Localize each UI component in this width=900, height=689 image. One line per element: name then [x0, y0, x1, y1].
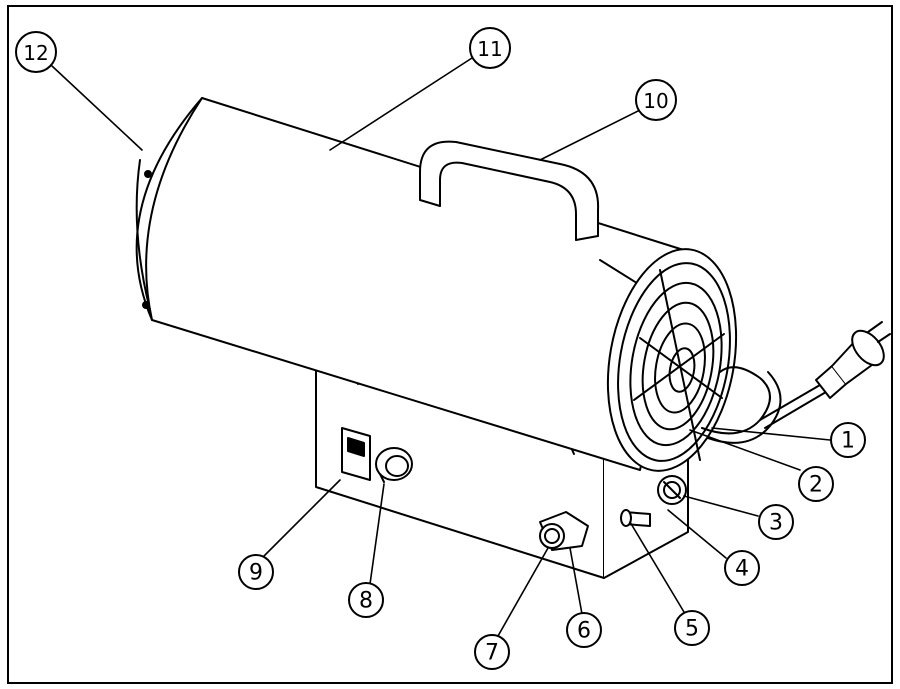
leader-5: [629, 521, 685, 613]
gas-valve: [539, 511, 589, 551]
leader-4: [667, 509, 727, 559]
leader-1: [711, 427, 831, 441]
power-plug: [815, 321, 891, 399]
leader-2: [689, 429, 801, 471]
callout-8: 8: [359, 589, 373, 614]
thermostat-knob: [375, 447, 413, 483]
callout-12: 12: [23, 41, 48, 65]
power-cord: [701, 366, 827, 444]
callout-9: 9: [249, 561, 263, 586]
callout-5: 5: [685, 617, 699, 642]
leader-12: [51, 65, 143, 151]
leader-11: [329, 57, 473, 151]
callout-3: 3: [769, 511, 783, 536]
callout-11: 11: [477, 37, 502, 61]
leader-10: [539, 109, 641, 161]
callout-4: 4: [735, 557, 749, 582]
callout-7: 7: [485, 641, 499, 666]
leader-3: [683, 495, 759, 517]
hose-connector: [657, 475, 687, 505]
callout-labels: 1 2 3 4 5 6 7 8 9 10 11 12: [23, 37, 855, 666]
power-switch: [341, 427, 371, 481]
leader-9: [263, 479, 341, 557]
callout-1: 1: [841, 429, 855, 454]
heater-drawing: [15, 27, 891, 670]
callout-circles: [15, 27, 866, 670]
leader-6: [569, 547, 583, 615]
leader-7: [497, 547, 549, 637]
leader-lines: [51, 57, 831, 637]
heater-body: [135, 97, 691, 471]
fan-guard: [606, 248, 738, 472]
leader-8: [369, 483, 385, 585]
callout-6: 6: [577, 619, 591, 644]
diagram-frame: [7, 5, 893, 684]
carry-handle: [419, 140, 600, 241]
callout-2: 2: [809, 473, 823, 498]
callout-10: 10: [643, 89, 668, 113]
